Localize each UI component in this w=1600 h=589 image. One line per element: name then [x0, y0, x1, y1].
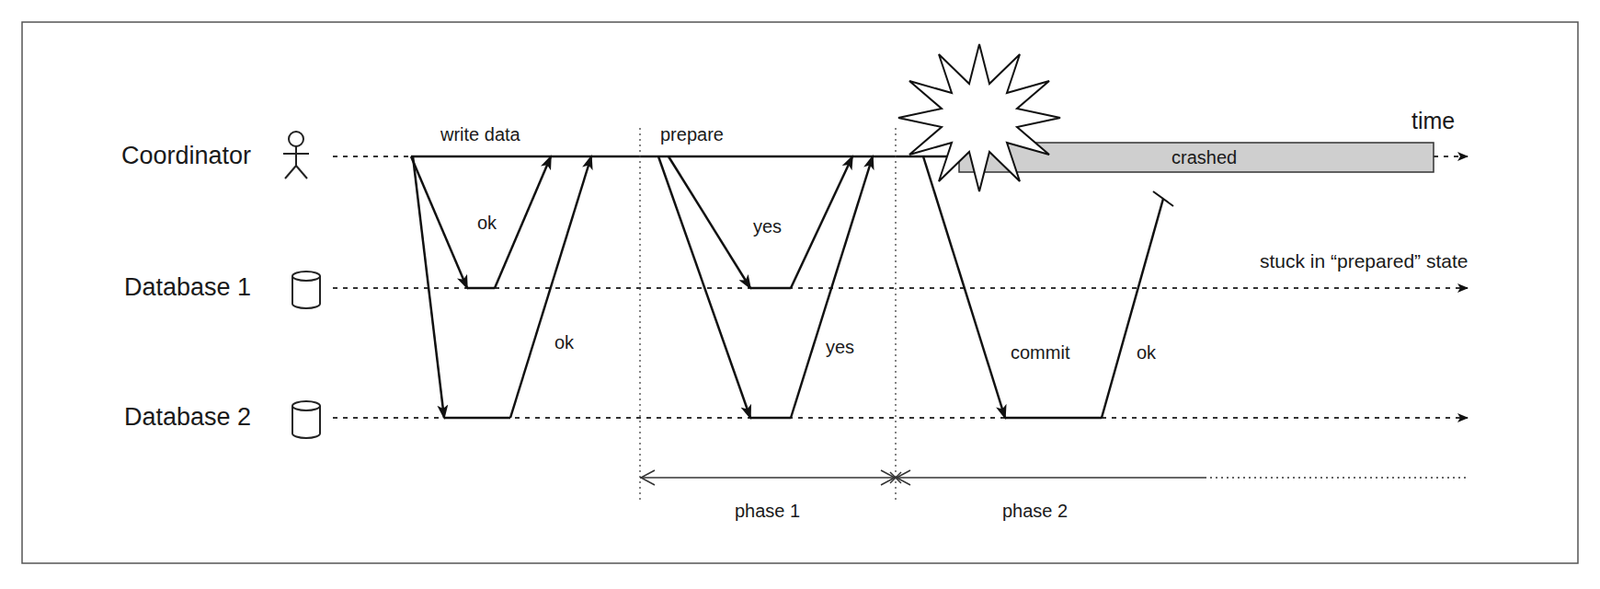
person-icon	[283, 131, 309, 179]
phase-divider	[640, 127, 896, 501]
phase-label: phase 2	[1000, 500, 1070, 522]
frame	[22, 22, 1578, 563]
phase-label: phase 1	[732, 500, 802, 522]
message-label: ok	[552, 331, 576, 354]
message-label: yes	[823, 336, 857, 358]
message-arrow	[411, 156, 1174, 418]
message-label: ok	[1134, 342, 1158, 364]
participant-name: Database 2	[122, 402, 253, 432]
database-icon	[292, 400, 320, 438]
database-icon	[292, 271, 320, 309]
participant-name: Database 1	[122, 273, 253, 302]
message-label: ok	[475, 212, 499, 234]
phase-span	[640, 469, 1470, 485]
axis-label: time	[1409, 107, 1457, 135]
state-label: stuck in “prepared” state	[1257, 250, 1470, 273]
message-label: write data	[438, 124, 523, 146]
message-label: prepare	[658, 124, 726, 146]
state-label: crashed	[1169, 147, 1239, 169]
message-label: yes	[751, 216, 784, 238]
crash-starburst	[898, 44, 1061, 192]
message-label: commit	[1008, 342, 1072, 364]
participant-name: Coordinator	[119, 141, 253, 171]
lifeline	[332, 156, 1468, 418]
